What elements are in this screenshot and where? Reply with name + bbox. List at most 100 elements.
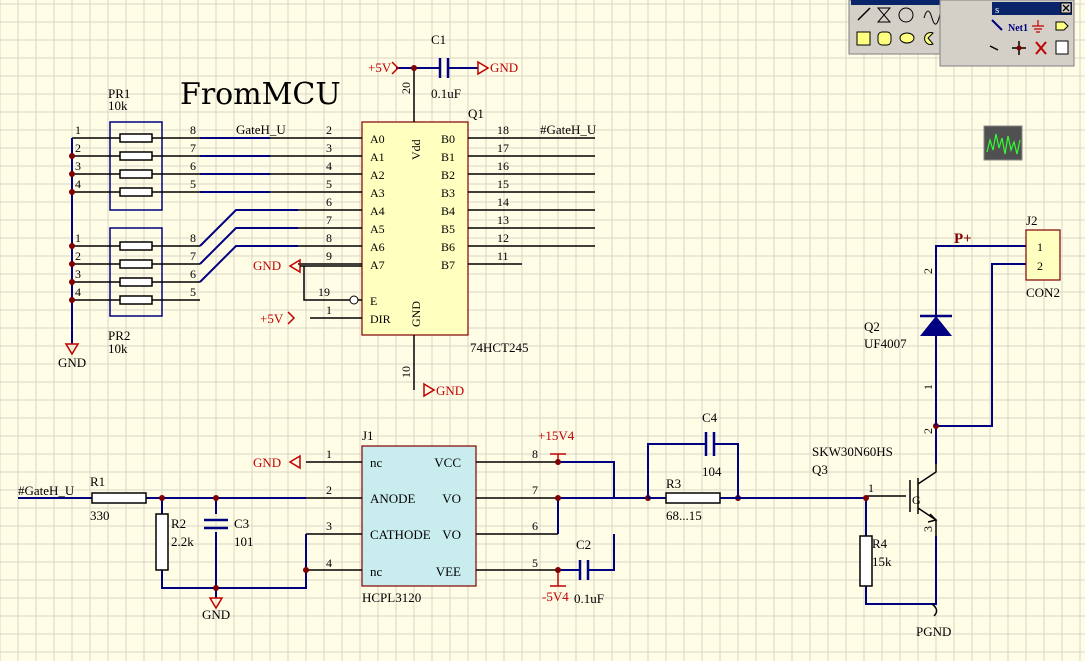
q1-num-1: 1	[326, 303, 332, 317]
pie-tool-icon[interactable]	[924, 32, 934, 45]
a7-gnd-icon	[288, 258, 301, 274]
r1-ref: R1	[90, 474, 105, 489]
sheet-symbol-tool-icon[interactable]	[1055, 40, 1069, 55]
r4-value: 15k	[872, 554, 892, 569]
wave-tool-icon[interactable]	[923, 10, 941, 25]
line-tool-icon[interactable]	[857, 7, 871, 21]
pr1-value: 10k	[108, 98, 128, 113]
close-x-icon	[1062, 4, 1070, 12]
q1-num-a1: 3	[326, 141, 332, 155]
pr1-pin-5: 5	[190, 177, 196, 191]
ellipse-tool-icon[interactable]	[899, 32, 915, 44]
r1-value: 330	[90, 508, 110, 523]
bus-entry-tool-icon[interactable]	[989, 45, 999, 51]
wire-tool-icon[interactable]	[991, 19, 1003, 31]
pr2-leads	[72, 245, 200, 301]
pr-gnd-icon	[64, 343, 80, 356]
q1-pin-b4: B4	[441, 204, 455, 218]
q1-pin-a4: A4	[370, 204, 385, 218]
j1-pin-vo7: VO	[442, 491, 461, 506]
c1-gnd: GND	[490, 60, 518, 75]
q1-num-a6: 8	[326, 231, 332, 245]
j1-num-3: 3	[326, 519, 332, 533]
q1-num-b7: 11	[497, 249, 509, 263]
q1-num-a7: 9	[326, 249, 332, 263]
ground-tool-icon[interactable]	[1032, 20, 1044, 33]
wiring-toolbar-title: s	[995, 4, 999, 16]
net-label-tool-icon[interactable]: Net1	[1008, 23, 1028, 34]
c1-value: 0.1uF	[431, 86, 461, 101]
q1-num-10: 10	[399, 366, 413, 378]
pr1-pin-2: 2	[75, 141, 81, 155]
q1-pin-b6: B6	[441, 240, 455, 254]
q1-num-20: 20	[399, 82, 413, 94]
q1-pin-a0: A0	[370, 132, 385, 146]
roundrect-tool-icon[interactable]	[877, 31, 892, 46]
rect-tool-icon[interactable]	[856, 31, 871, 46]
pr2-pin-6: 6	[190, 267, 196, 281]
q1-num-b3: 15	[497, 177, 509, 191]
q3-pin-g: G	[912, 493, 921, 507]
q1-e-bubble	[349, 295, 359, 305]
j1-pin-vcc: VCC	[434, 455, 461, 470]
r3-ref: R3	[666, 476, 681, 491]
no-erc-tool-icon[interactable]	[1035, 41, 1047, 55]
q1-num-b6: 12	[497, 231, 509, 245]
q3-ref: Q3	[812, 462, 828, 477]
port-tool-icon[interactable]	[1055, 21, 1069, 31]
r3-symbol[interactable]	[665, 492, 721, 504]
q1-pin-a6: A6	[370, 240, 385, 254]
pr1-pin-6: 6	[190, 159, 196, 173]
pr2-pin-5: 5	[190, 285, 196, 299]
q1-right-pins: B0 B1 B2 B3 B4 B5 B6 B7 18 17 16 15 14 1…	[441, 123, 509, 272]
j1-input-junctions	[159, 495, 309, 591]
title-text: FromMCU	[180, 77, 341, 112]
r2-value: 2.2k	[171, 534, 194, 549]
q1-num-a2: 4	[326, 159, 332, 173]
j1-body[interactable]	[361, 445, 477, 587]
r4-symbol[interactable]	[859, 535, 873, 587]
pr2-body[interactable]	[109, 227, 163, 317]
wiring-toolbar-titlebar	[992, 2, 1072, 15]
c1-vcc: +5V	[368, 60, 392, 75]
c4-symbol[interactable]	[704, 432, 716, 456]
net-ngateh-r1: #GateH_U	[18, 483, 75, 498]
c3-symbol[interactable]	[204, 518, 228, 530]
pr1-pin-3: 3	[75, 159, 81, 173]
r4-ref: R4	[872, 536, 888, 551]
a7-gnd: GND	[253, 258, 281, 273]
j1-pin-vo6: VO	[442, 527, 461, 542]
q1-num-a4: 6	[326, 195, 332, 209]
c3-ref: C3	[234, 516, 249, 531]
arc-tool-icon[interactable]	[898, 7, 914, 23]
q2-pin-2: 2	[921, 268, 935, 274]
q1-num-b5: 13	[497, 213, 509, 227]
pr2-pin-1: 1	[75, 231, 81, 245]
q1-e-label: E	[370, 294, 377, 308]
pr1-body[interactable]	[109, 121, 163, 211]
dir-vcc: +5V	[260, 311, 284, 326]
bezier-tool-icon[interactable]	[876, 7, 892, 23]
q3-symbol[interactable]	[866, 464, 937, 536]
r1-symbol[interactable]	[91, 492, 147, 504]
drawing-toolbar-titlebar	[851, 0, 992, 5]
q1-pin-b7: B7	[441, 258, 455, 272]
q1-pin-b2: B2	[441, 168, 455, 182]
pr1-nets	[200, 137, 270, 193]
c1-gnd-icon	[477, 60, 490, 76]
q1-num-b4: 14	[497, 195, 509, 209]
j1-pin-lines	[306, 461, 558, 571]
j2-body[interactable]	[1025, 229, 1061, 281]
q2-pin-1: 1	[921, 384, 935, 390]
pr-junctions	[69, 153, 75, 303]
q2-ref: Q2	[864, 319, 880, 334]
r2-symbol[interactable]	[155, 513, 169, 571]
c2-symbol[interactable]	[578, 560, 590, 580]
q2-diode-icon[interactable]	[920, 316, 952, 336]
pr-gnd: GND	[58, 355, 86, 370]
r2-ref: R2	[171, 516, 186, 531]
pplus-label: P+	[954, 231, 972, 247]
j1-value: HCPL3120	[362, 590, 421, 605]
net-gateh-right: #GateH_U	[540, 122, 597, 137]
